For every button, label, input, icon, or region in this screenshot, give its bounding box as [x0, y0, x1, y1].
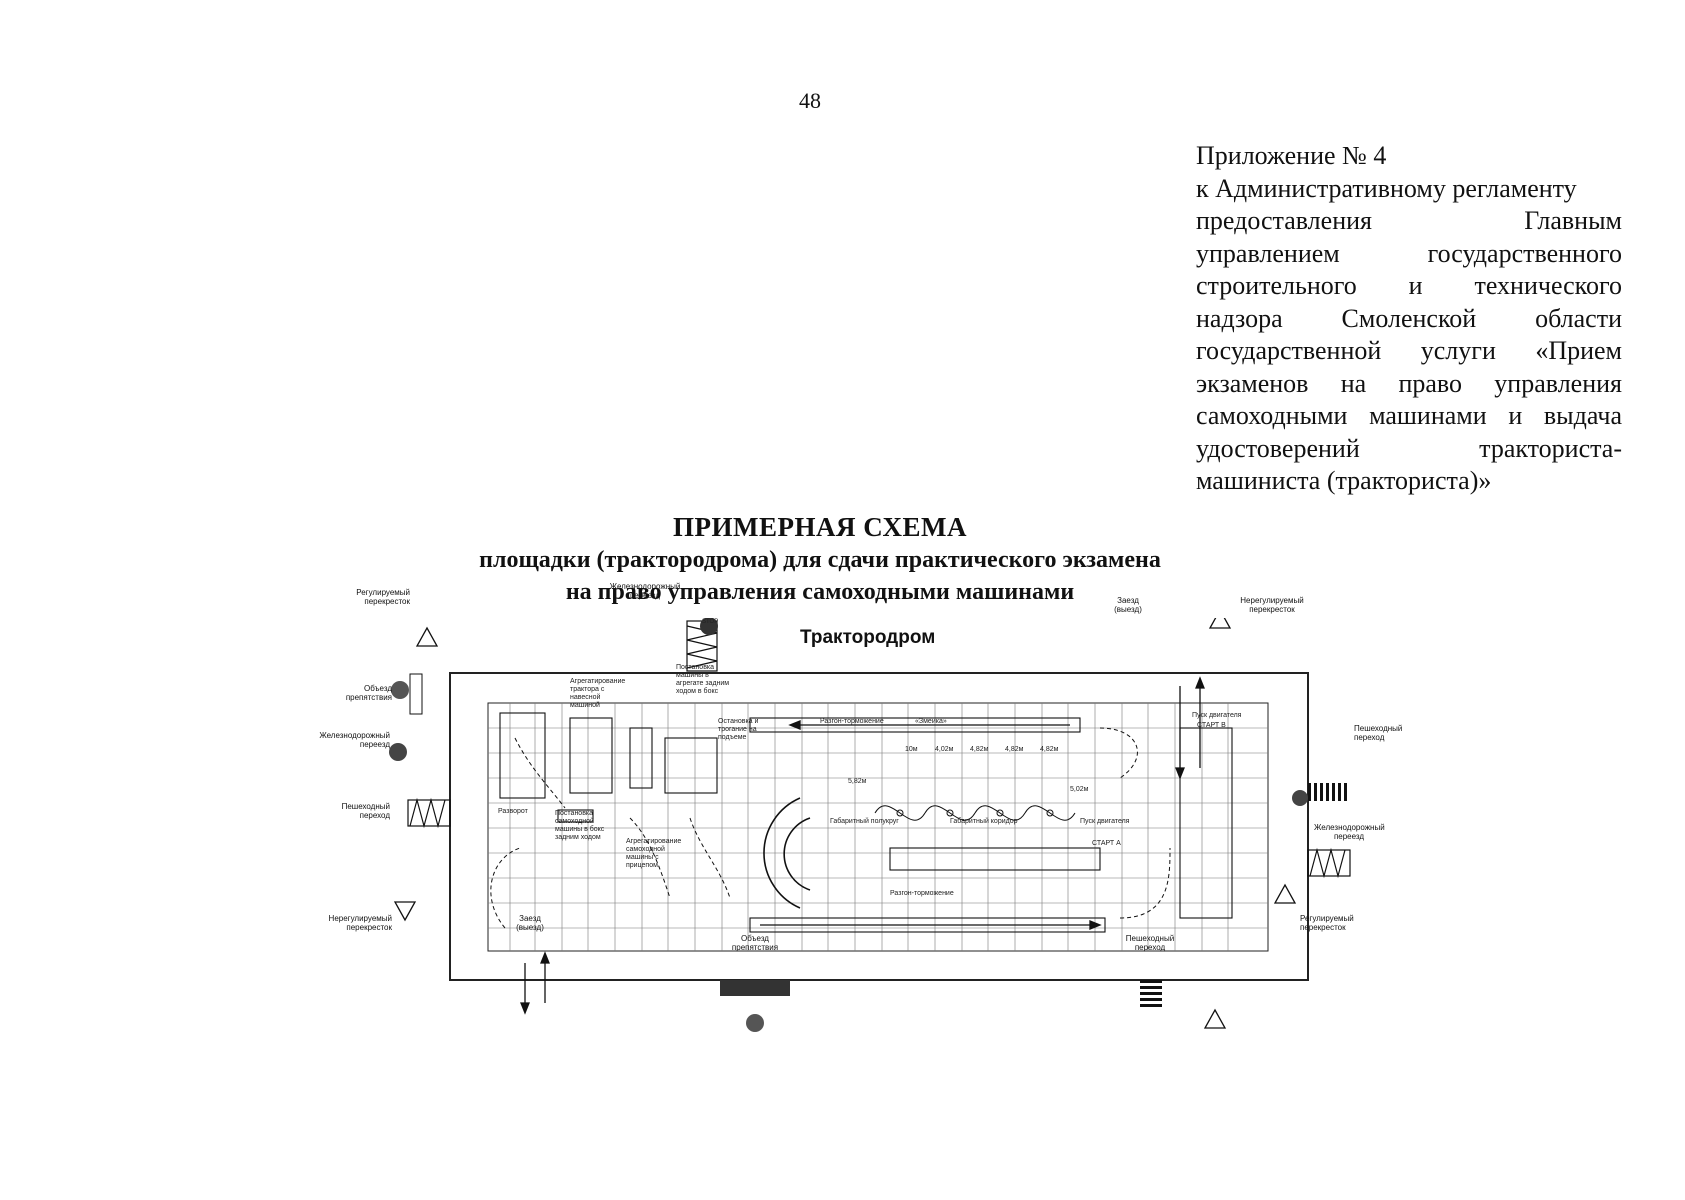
sign-label: Нерегулируемый перекресток: [328, 914, 392, 932]
snake-course: [874, 805, 1076, 821]
sign-label: Объезд препятствия: [731, 934, 779, 952]
corridor: [889, 847, 1101, 871]
sign-label: Объезд препятствия: [345, 684, 392, 702]
appendix-line: государственной услуги «Прием: [1196, 336, 1622, 365]
zone-label: СТАРТ А: [1092, 840, 1121, 847]
sign-label: Пешеходный переход: [1125, 934, 1175, 952]
diagram-heading: Трактородром: [800, 627, 936, 648]
page-number: 48: [799, 88, 821, 113]
field-inner-border: [487, 702, 1269, 952]
path-turn-left: [490, 847, 521, 929]
path-box-mid-2: [689, 817, 731, 899]
zone-label: Габаритный полукруг: [830, 818, 899, 825]
box-mid-1: [664, 737, 718, 794]
sign-label: Регулируемый перекресток: [1300, 914, 1354, 932]
zone-label: Агрегатирование трактора с навесной маши…: [570, 678, 626, 709]
zone-label: Пуск двигателя: [1080, 818, 1130, 825]
path-box-mid: [629, 817, 671, 899]
zone-label: Габаритный коридор: [950, 818, 1018, 825]
accel-lane-bottom: [749, 917, 1106, 933]
distance-label: 4,02м: [935, 746, 954, 753]
distance-label: 4,82м: [1040, 746, 1059, 753]
stop-sign-text: STOP: [702, 619, 719, 625]
zone-label: Разгон-торможение: [820, 718, 884, 725]
zone-label: Остановка и трогание на подъеме: [718, 718, 759, 741]
course-grid: [488, 703, 1268, 951]
appendix-line: предоставления Главным: [1196, 206, 1622, 235]
distance-label: 5,82м: [848, 778, 867, 785]
zone-label: Агрегатирование самоходной машины с приц…: [626, 838, 682, 869]
zone-label: СТАРТ В: [1197, 722, 1226, 729]
gabarit-semicircle-inner: [783, 817, 811, 891]
box-small: [557, 809, 594, 823]
distance-label: 10м: [905, 746, 918, 753]
path-loop-right: [1099, 727, 1138, 779]
gabarit-semicircle-outer: [763, 797, 801, 909]
path-box-left: [514, 737, 566, 809]
distance-label: 5,02м: [1070, 786, 1089, 793]
path-loop-bottom-right: [1119, 847, 1171, 919]
sign-label: Заезд (выезд): [516, 914, 544, 932]
scheme-title-sub: на право управления самоходными машинами: [565, 579, 1075, 605]
appendix-line: строительного и технического: [1196, 271, 1622, 300]
appendix-line: экзаменов на право управления: [1196, 368, 1622, 398]
appendix-line: удостоверений тракториста-: [1196, 433, 1622, 463]
tractorodrom-diagram: Трактородром Регулируемый перекресток Же…: [319, 582, 1402, 1038]
zone-label: Постановка самоходной машины в бокс задн…: [555, 810, 605, 841]
zone-label: «Змейка»: [915, 718, 947, 725]
sign-label: Нерегулируемый перекресток: [1240, 596, 1304, 614]
scheme-title: ПРИМЕРНАЯ СХЕМА площадки (трактородрома)…: [380, 510, 1260, 608]
zone-label: Пуск двигателя: [1192, 712, 1242, 719]
distance-label: 4,82м: [970, 746, 989, 753]
round-signs: [389, 618, 1308, 1032]
scheme-title-main: ПРИМЕРНАЯ СХЕМА: [672, 512, 968, 542]
railway-right: [1307, 849, 1351, 877]
sign-label: Пешеходный переход: [341, 802, 390, 820]
triangle-signs: [393, 618, 1297, 1029]
appendix-line: машиниста (тракториста)»: [1196, 466, 1492, 495]
sign-label: Регулируемый перекресток: [356, 588, 410, 606]
sign-label: Железнодорожный переезд: [1314, 823, 1385, 841]
box-left-2: [569, 717, 613, 794]
appendix-line: самоходными машинами и выдача: [1196, 401, 1622, 430]
zone-label: Разгон-торможение: [890, 890, 954, 897]
appendix-line: управлением государственного: [1196, 238, 1622, 268]
appendix-line: Приложение № 4: [1196, 141, 1387, 170]
railway-left: [407, 799, 451, 827]
appendix-block: Приложение № 4 к Административному регла…: [1196, 140, 1622, 498]
box-mid-2: [629, 727, 653, 789]
zone-label: Разворот: [498, 808, 528, 815]
appendix-line: к Административному регламенту: [1196, 173, 1577, 203]
accel-lane-top: [749, 717, 1081, 733]
distance-label: 4,82м: [1005, 746, 1024, 753]
sign-label: Пешеходный переход: [1354, 724, 1403, 742]
sign-label: Железнодорожный переезд: [609, 582, 681, 600]
appendix-line: надзора Смоленской области: [1196, 303, 1622, 333]
sign-label: Заезд (выезд): [1114, 596, 1142, 614]
box-left-1: [499, 712, 546, 799]
start-b-box: [1179, 727, 1233, 919]
scheme-title-sub: площадки (трактородрома) для сдачи практ…: [479, 547, 1161, 573]
zone-label: Постановка машины в агрегате задним ходо…: [676, 664, 730, 695]
sign-label: Железнодорожный переезд: [319, 731, 390, 749]
pedestrian-crossings: [409, 673, 1347, 1007]
diagram-drawing: [389, 618, 1351, 1032]
